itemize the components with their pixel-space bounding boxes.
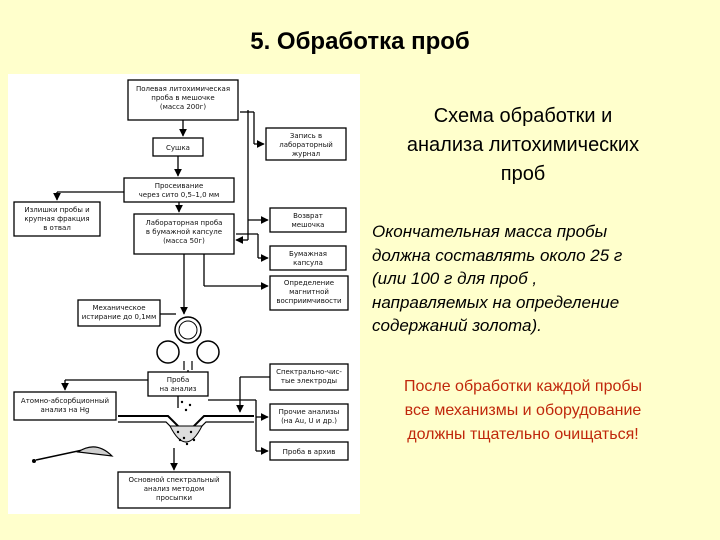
diagram-label-line: восприимчивости [276,297,341,305]
diagram-label-line: Атомно-абсорбционный [21,397,109,405]
spectral-electrodes-box [269,363,349,391]
cleaning-warning-line: После обработки каждой пробы [403,378,643,395]
diagram-label-line: анализ методом [144,485,204,493]
diagram-label-line: проба в мешочке [151,94,214,102]
lab-sample-box [133,213,235,255]
other-analyses-box [269,403,349,431]
cleaning-warning: После обработки каждой пробы все механиз… [364,375,682,447]
diagram-label-line: Прочие анализы [279,408,340,416]
mass-note: Окончательная масса пробы должна составл… [372,220,702,338]
diagram-label-line: Определение [284,279,334,287]
diagram-label-line: Возврат [293,212,323,220]
lab-journal-box [265,127,347,161]
spectral-main-box [117,471,231,509]
scheme-heading-line: анализа литохимических [406,134,640,156]
mass-note-line: содержаний золота). [372,316,542,335]
diagram-label-line: Просеивание [155,182,204,190]
spectral-apparatus-drawing [118,400,254,446]
mass-note-line: (или 100 г для проб , [372,269,538,288]
diagram-label-line: Сушка [166,144,190,152]
sample-to-analysis-box [147,371,209,397]
mass-note-line: должна составлять около 25 г [372,245,623,265]
diagram-label-line: Проба [167,376,190,384]
diagram-label-line: магнитной [289,288,329,296]
diagram-label-line: Проба в архив [283,448,336,456]
slide-title: 5. Обработка проб [250,28,470,55]
atomic-absorption-box [13,391,117,421]
diagram-label-line: (масса 200г) [160,103,207,111]
diagram-label-line: Запись в [290,132,322,140]
diagram-label-line: на анализ [160,385,197,393]
diagram-label-line: Полевая литохимическая [136,85,230,93]
paper-capsule-box [269,245,347,271]
return-box [269,207,347,233]
diagram-label-line: Бумажная [289,250,327,258]
scheme-heading-line: Схема обработки и [433,105,613,127]
grinding-box [77,299,161,327]
sieving-box [123,177,235,203]
diagram-label-line: в бумажной капсуле [146,228,222,236]
archive-box [269,441,349,461]
grinder-drawing [156,316,220,370]
diagram-label-line: в отвал [43,224,71,232]
diagram-label-line: (на Au, U и др.) [281,417,337,425]
flow-connectors [53,110,270,471]
mass-note-line: направляемых на определение [372,292,620,312]
diagram-label-line: журнал [292,150,320,158]
diagram-label-line: Механическое [92,304,145,312]
diagram-label-line: анализ на Hg [41,406,90,414]
diagram-label-line: капсула [293,259,323,267]
diagram-label-line: лабораторный [279,141,333,149]
diagram-label-line: Лабораторная проба [146,219,223,227]
magnetic-box [269,275,349,311]
field-sample-box [127,79,239,121]
diagram-label-line: тые электроды [281,377,337,385]
scheme-heading-line: проб [500,163,546,185]
excess-box [13,201,101,237]
mercury-boat-drawing [32,446,114,463]
mass-note-line: Окончательная масса пробы [372,222,608,241]
other-analyses-label: Прочие анализы(на Au, U и др.) [279,408,340,425]
diagram-label-line: истирание до 0,1мм [82,313,156,321]
diagram-label-line: Спектрально-чис- [276,368,342,376]
cleaning-warning-line: все механизмы и оборудование [404,402,642,419]
spectral-electrodes-label: Спектрально-чис-тые электроды [276,368,342,385]
diagram-label-line: крупная фракция [24,215,89,223]
diagram-label-line: через сито 0,5–1,0 мм [139,191,220,199]
diagram-label-line: Излишки пробы и [24,206,89,214]
scheme-heading: Схема обработки и анализа литохимических… [364,102,682,189]
diagram-label-line: мешочка [292,221,325,229]
diagram-label-line: Основной спектральный [129,476,220,484]
diagram-label-line: просыпки [156,494,192,502]
diagram-label-line: (масса 50г) [163,237,205,245]
archive-label: Проба в архив [283,448,336,456]
cleaning-warning-line: должны тщательно очищаться! [407,426,639,443]
drying-label: Сушка [166,144,190,152]
